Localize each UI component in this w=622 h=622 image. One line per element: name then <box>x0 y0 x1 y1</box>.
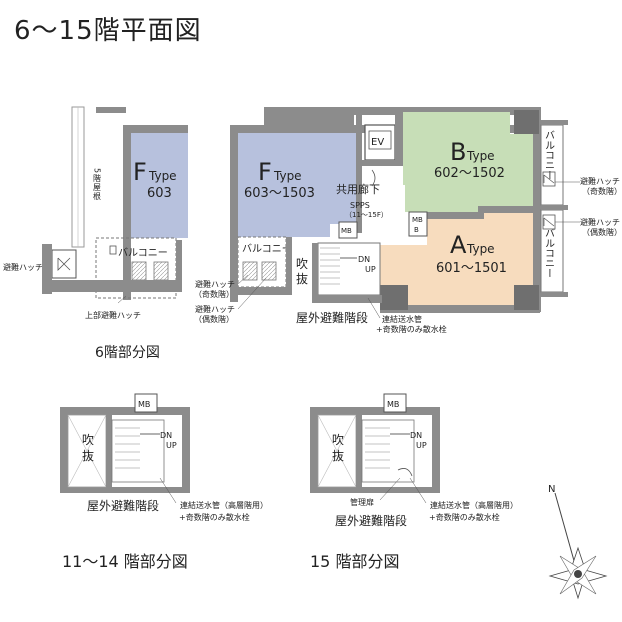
svg-text:Type: Type <box>273 169 302 183</box>
svg-text:A: A <box>450 231 467 259</box>
svg-text:UP: UP <box>365 265 376 274</box>
svg-text:602〜1502: 602〜1502 <box>434 166 505 181</box>
svg-text:抜: 抜 <box>82 449 94 463</box>
pillar <box>514 110 539 134</box>
svg-text:DN: DN <box>160 431 172 440</box>
svg-text:MB: MB <box>341 227 352 235</box>
svg-text:601〜1501: 601〜1501 <box>436 261 507 276</box>
outer-wall <box>533 107 541 312</box>
outer-wall <box>230 125 238 237</box>
svg-text:（奇数階）: （奇数階） <box>582 186 622 196</box>
svg-text:B: B <box>450 138 466 166</box>
svg-text:バルコニー: バルコニー <box>543 130 555 180</box>
svg-text:吹: 吹 <box>82 433 94 447</box>
svg-text:603〜1503: 603〜1503 <box>244 186 315 201</box>
svg-text:MB: MB <box>387 400 399 409</box>
outdoor-stair-label: 屋外避難階段 <box>296 310 368 325</box>
svg-text:DN: DN <box>410 431 422 440</box>
svg-text:バルコニー: バルコニー <box>118 247 168 259</box>
svg-text:N: N <box>548 484 555 495</box>
svg-text:B: B <box>414 226 419 234</box>
outdoor-stair-label-11-14: 屋外避難階段 <box>87 498 159 513</box>
svg-text:管理扉: 管理扉 <box>350 497 374 507</box>
svg-text:UP: UP <box>166 441 177 450</box>
outer-wall <box>410 107 540 115</box>
svg-text:抜: 抜 <box>296 272 308 286</box>
svg-text:（偶数階）: （偶数階） <box>582 227 622 237</box>
wall <box>42 244 52 294</box>
pillar <box>380 285 408 310</box>
svg-text:避難ハッチ: 避難ハッチ <box>580 176 620 186</box>
svg-text:+奇数階のみ散水栓: +奇数階のみ散水栓 <box>179 512 250 522</box>
caption-floor11-14: 11〜14 階部分図 <box>62 552 188 571</box>
svg-text:DN: DN <box>358 255 370 264</box>
caption-floor15: 15 階部分図 <box>310 552 400 571</box>
svg-text:バルコニー: バルコニー <box>242 243 292 255</box>
svg-text:避難ハッチ: 避難ハッチ <box>3 262 43 272</box>
pillar <box>514 285 539 310</box>
svg-text:F: F <box>133 158 147 186</box>
svg-text:+奇数階のみ散水栓: +奇数階のみ散水栓 <box>429 512 500 522</box>
svg-text:EV: EV <box>371 137 384 148</box>
unit-a <box>380 213 533 305</box>
svg-text:吹: 吹 <box>332 433 344 447</box>
svg-text:（奇数階）: （奇数階） <box>194 289 234 299</box>
svg-text:上部避難ハッチ: 上部避難ハッチ <box>85 310 141 320</box>
svg-text:Type: Type <box>466 242 495 256</box>
mb-box <box>338 221 358 239</box>
svg-text:連結送水管（高層階用）: 連結送水管（高層階用） <box>430 500 518 510</box>
svg-text:（11〜15F）: （11〜15F） <box>345 211 388 219</box>
unit-b <box>403 112 533 212</box>
svg-text:連結送水管（高層階用）: 連結送水管（高層階用） <box>180 500 268 510</box>
svg-text:避難ハッチ: 避難ハッチ <box>580 217 620 227</box>
outer-wall <box>354 107 414 115</box>
svg-text:Type: Type <box>148 169 177 183</box>
svg-text:MB: MB <box>412 216 423 224</box>
svg-text:（偶数階）: （偶数階） <box>194 314 234 324</box>
compass-rose: N <box>548 484 608 600</box>
wall <box>96 107 126 113</box>
svg-text:抜: 抜 <box>332 449 344 463</box>
roof-5f-label: 5階屋根 <box>93 168 102 201</box>
floor11-14-partial: MB 吹 抜 DN UP 屋外避難階段 連結送水管（高層階用） +奇数階のみ散水… <box>60 393 268 522</box>
corridor-label: 共用廊下 <box>336 182 380 196</box>
outdoor-stair-main: DN UP <box>312 242 382 303</box>
svg-text:避難ハッチ: 避難ハッチ <box>195 279 235 289</box>
mb-box <box>408 211 428 237</box>
svg-text:吹: 吹 <box>296 257 308 271</box>
svg-text:SPPS: SPPS <box>350 201 370 210</box>
unit-f603 <box>131 133 188 238</box>
svg-text:MB: MB <box>138 400 150 409</box>
svg-text:F: F <box>258 158 272 186</box>
svg-text:避難ハッチ: 避難ハッチ <box>195 304 235 314</box>
main-plan: F Type 603〜1503 EV B Type 602〜1502 A Typ… <box>194 107 622 334</box>
floor15-partial: MB 吹 抜 DN UP 管理扉 屋外避難階段 連結送水管（高層階用） +奇数階… <box>310 393 518 528</box>
unit-f603-1503 <box>238 133 356 237</box>
wall <box>123 125 131 300</box>
outer-wall <box>264 107 354 133</box>
page-title: 6〜15階平面図 <box>14 16 202 46</box>
outer-wall <box>380 305 540 313</box>
outdoor-stair-label-15: 屋外避難階段 <box>335 513 407 528</box>
svg-text:連結送水管: 連結送水管 <box>382 314 422 324</box>
wall <box>123 125 188 133</box>
svg-text:バルコニー: バルコニー <box>543 228 555 278</box>
svg-text:UP: UP <box>416 441 427 450</box>
floor6-partial: 5階屋根 F Type 603 バルコニー 避難ハッチ 上部避難ハッチ <box>3 106 188 320</box>
svg-text:Type: Type <box>466 149 495 163</box>
caption-floor6: 6階部分図 <box>95 345 160 361</box>
svg-text:603: 603 <box>147 186 172 201</box>
svg-text:+奇数階のみ散水栓: +奇数階のみ散水栓 <box>376 324 447 334</box>
